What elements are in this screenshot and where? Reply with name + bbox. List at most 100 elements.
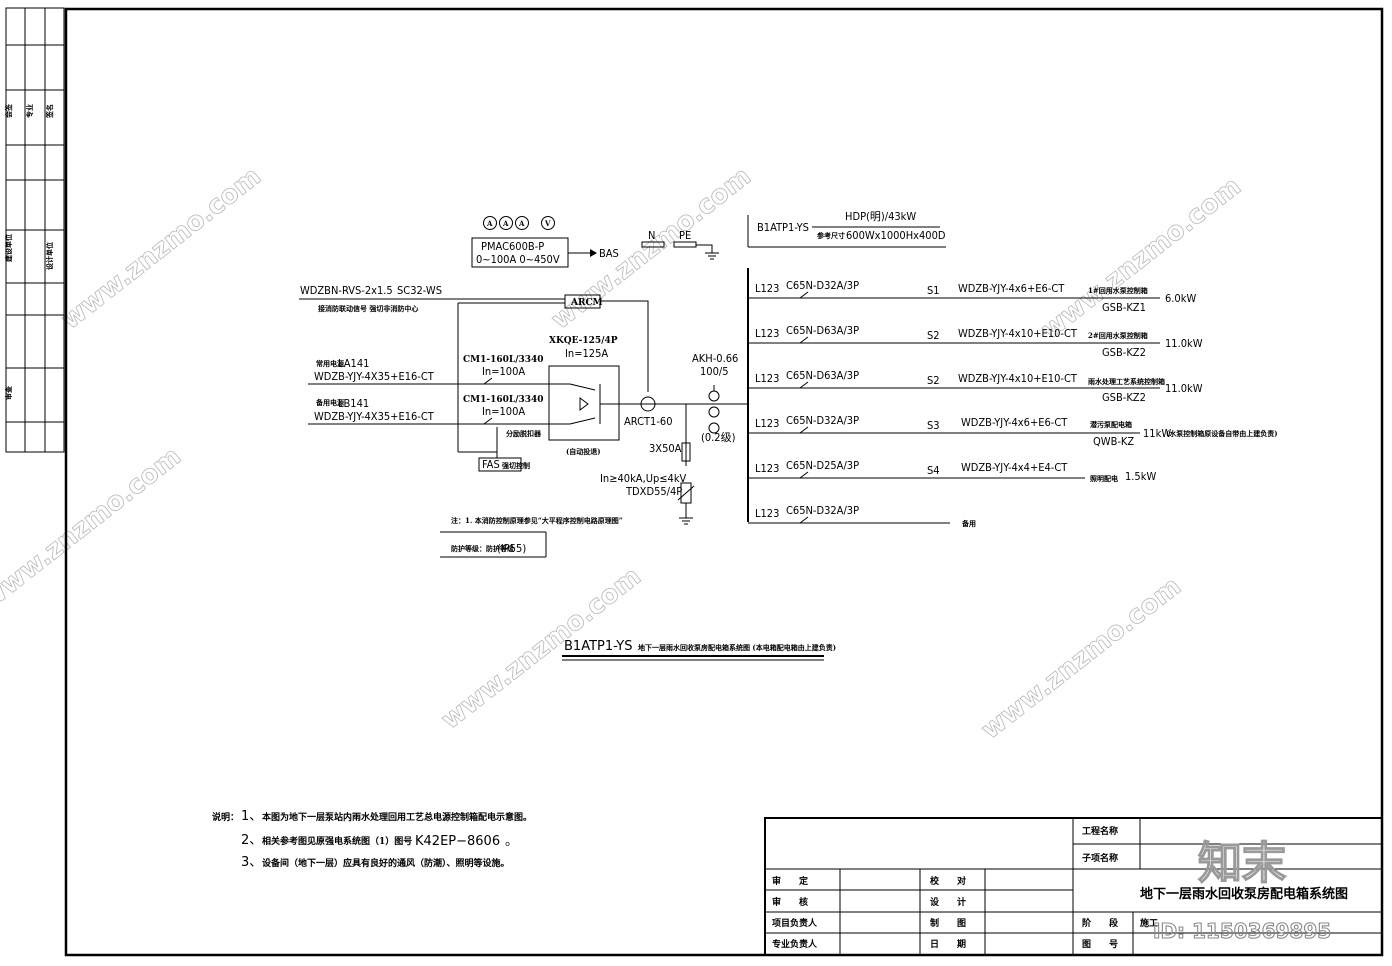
fire-cable: WDZBN-RVS-2x1.5 xyxy=(300,284,393,297)
sign-role: 审 定 xyxy=(772,875,809,887)
diagram-caption: B1ATP1-YS 地下一层雨水回收泵房配电箱系统图 (本电箱配电箱由上建负责) xyxy=(562,639,836,661)
feeder-phase: L123 xyxy=(755,417,779,430)
feeder-remark: (水泵控制箱原设备自带由上建负责) xyxy=(1166,429,1278,438)
site-logo: 知末 ID: 1150369895 xyxy=(1152,837,1331,943)
feeder-breaker: C65N-D32A/3P xyxy=(786,279,859,292)
feeder-row: L123 C65N-D63A/3P S2 WDZB-YJY-4x10+E10-C… xyxy=(748,324,1203,359)
project-name-label: 工程名称 xyxy=(1082,825,1118,837)
feeder-load-name: 1#回用水泵控制箱 xyxy=(1088,286,1148,295)
spd-model: TDXD55/4P xyxy=(625,485,682,498)
feeder-load-name: 备用 xyxy=(961,519,976,528)
feeder-breaker: C65N-D63A/3P xyxy=(786,369,859,382)
ct-icon xyxy=(708,422,720,434)
feeder-breaker: C65N-D25A/3P xyxy=(786,459,859,472)
voltmeter-icon xyxy=(541,216,555,230)
explanation-num: 1、 xyxy=(241,809,262,824)
sign-role: 日 期 xyxy=(930,938,966,950)
sign-role: 项目负责人 xyxy=(772,917,818,929)
box-hdp: HDP(明)/43kW xyxy=(845,210,916,223)
arcm-label: ARCM xyxy=(570,298,603,308)
watermark-text: www.znzmo.com xyxy=(0,442,187,616)
incoming-rating: In=100A xyxy=(482,365,525,378)
ammeter-icon xyxy=(483,216,497,230)
meter-block: A A A V PMAC600B-P 0~100A 0~450V BAS N P… xyxy=(471,216,719,268)
feeder-circuit: S4 xyxy=(927,464,940,477)
akh-ratio: 100/5 xyxy=(700,365,729,378)
left-strip: 会签 专业 签名 建设单位 设计单位 审查 xyxy=(4,7,65,453)
explanation-ref: K42EP−8606 xyxy=(415,834,500,849)
explanation-text: 设备间（地下一层）应具有良好的通风（防潮）、照明等设施。 xyxy=(262,857,510,869)
feeder-cable: WDZB-YJY-4x6+E6-CT xyxy=(961,416,1068,429)
note-1: 注：1. 本消防控制原理参见“大平程序控制电路原理图” xyxy=(451,516,623,525)
feeder-row: L123 C65N-D32A/3P 备用 xyxy=(748,504,976,528)
fire-conduit: SC32-WS xyxy=(397,284,442,297)
incoming-note: 常用电源 xyxy=(316,359,344,368)
feeder-load-id: QWB-KZ xyxy=(1093,435,1134,448)
explanation-text: 本图为地下一层泵站内雨水处理回用工艺总电源控制箱配电示意图。 xyxy=(262,811,532,823)
feeder-phase: L123 xyxy=(755,282,779,295)
feeder-circuit: S1 xyxy=(927,284,940,297)
feeder-circuit: S2 xyxy=(927,374,940,387)
fas-note: 强切控制 xyxy=(502,461,530,470)
explanation-label: 说明： xyxy=(212,811,239,823)
drawing-no-label: 图 号 xyxy=(1082,939,1118,950)
feeder-row: L123 C65N-D25A/3P S4 WDZB-YJY-4x4+E4-CT … xyxy=(748,459,1156,483)
ip-rating: (IP55) xyxy=(497,542,526,555)
neutral-bar xyxy=(641,241,665,248)
incoming-source: LB141 xyxy=(338,397,369,410)
meter-range: 0~100A 0~450V xyxy=(476,253,560,266)
ct-accuracy: (0.2级) xyxy=(701,431,736,444)
incoming-source: LA141 xyxy=(338,357,369,370)
strip-label: 会签 xyxy=(4,103,13,118)
title-block: 工程名称 子项名称 地下一层雨水回收泵房配电箱系统图 审 定 校 对 审 核 设… xyxy=(764,817,1383,956)
watermark-text: www.znzmo.com xyxy=(546,162,757,336)
feeder-row: L123 C65N-D63A/3P S2 WDZB-YJY-4x10+E10-C… xyxy=(748,369,1203,404)
feeder-load-id: GSB-KZ2 xyxy=(1102,391,1146,404)
logo-mark: 知末 xyxy=(1198,838,1286,889)
ammeter-icon xyxy=(499,216,513,230)
notes-box: 注：1. 本消防控制原理参见“大平程序控制电路原理图” 防护等级：防护等级 (I… xyxy=(440,516,623,558)
feeder-breaker: C65N-D32A/3P xyxy=(786,414,859,427)
sign-role: 专业负责人 xyxy=(772,938,818,950)
fas-box xyxy=(478,457,522,472)
caption-id: B1ATP1-YS xyxy=(564,639,632,654)
feeder-phase: L123 xyxy=(755,372,779,385)
ats-auto: (自动投退) xyxy=(566,447,601,456)
sign-role: 审 核 xyxy=(772,896,808,908)
ats-shunt: 分励脱扣器 xyxy=(506,429,542,438)
drawing-frame xyxy=(64,7,1384,957)
feeder-power: 11.0kW xyxy=(1165,382,1203,395)
incoming-cable: WDZB-YJY-4X35+E16-CT xyxy=(314,370,435,383)
feeder-load-name: 雨水处理工艺系统控制箱 xyxy=(1088,377,1165,386)
strip-label: 签名 xyxy=(45,104,54,119)
spd-fuse: 3X50A xyxy=(649,442,682,455)
feeder-phase: L123 xyxy=(755,327,779,340)
watermark-layer: www.znzmo.com www.znzmo.com www.znzmo.co… xyxy=(0,161,1247,746)
akh-label: AKH-0.66 xyxy=(692,352,738,365)
box-size: 600Wx1000Hx400D xyxy=(846,229,946,242)
feeder-phase: L123 xyxy=(755,507,779,520)
ct-icon xyxy=(708,390,720,402)
logo-id: ID: 1150369895 xyxy=(1153,919,1331,943)
ammeter-icon xyxy=(515,216,529,230)
ats-box xyxy=(548,365,620,441)
box-id: B1ATP1-YS xyxy=(757,221,809,234)
strip-label: 审查 xyxy=(4,385,13,400)
feeder-phase: L123 xyxy=(755,462,779,475)
feeder-breaker: C65N-D63A/3P xyxy=(786,324,859,337)
feeder-cable: WDZB-YJY-4x6+E6-CT xyxy=(958,282,1065,295)
surge-protection: 3X50A In≥40kA,Up≤4kV TDXD55/4P xyxy=(600,404,695,525)
feeder-load-id: GSB-KZ2 xyxy=(1102,346,1146,359)
feeder-load-name: 照明配电 xyxy=(1090,474,1118,483)
incoming-cable: WDZB-YJY-4X35+E16-CT xyxy=(314,410,435,423)
feeder-power: 6.0kW xyxy=(1165,292,1196,305)
feeder-breaker: C65N-D32A/3P xyxy=(786,504,859,517)
incoming-breaker: CM1-160L/3340 xyxy=(463,355,544,365)
feeder-load-name: 潜污泵配电箱 xyxy=(1090,420,1132,429)
stage-label: 阶 段 xyxy=(1082,917,1119,929)
feeder-load-name: 2#回用水泵控制箱 xyxy=(1088,331,1148,340)
feeder-cable: WDZB-YJY-4x10+E10-CT xyxy=(958,327,1078,340)
arct-label: ARCT1-60 xyxy=(624,415,673,428)
incoming-rating: In=100A xyxy=(482,405,525,418)
